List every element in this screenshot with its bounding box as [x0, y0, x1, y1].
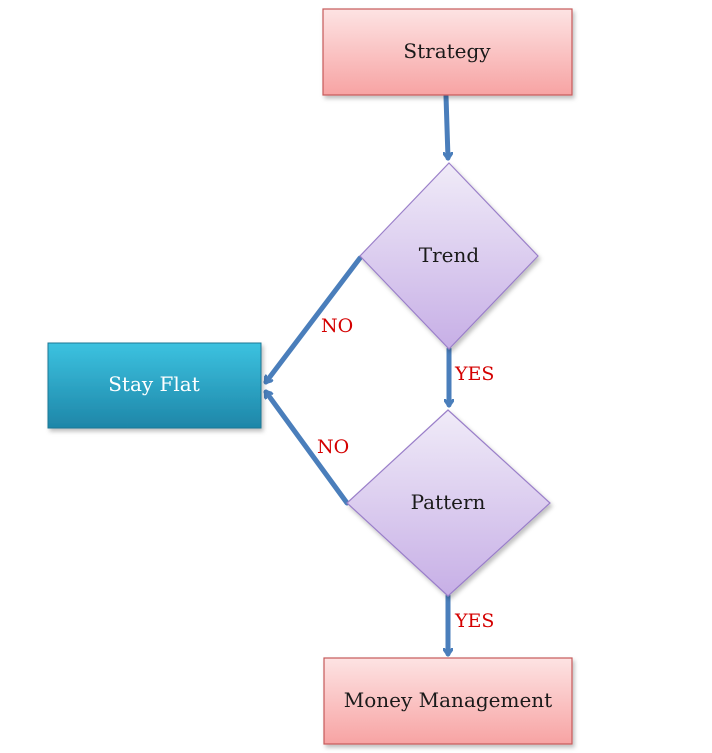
pattern-no-label: NO [317, 436, 349, 458]
stay-flat-label: Stay Flat [108, 372, 200, 396]
stay-flat-node: Stay Flat [47, 342, 262, 429]
arrow-trend-to-stayflat [263, 255, 363, 385]
arrow-pattern-to-stayflat [263, 389, 350, 506]
money-management-node: Money Management [323, 657, 573, 745]
strategy-label: Strategy [403, 39, 491, 63]
trend-decision: Trend [359, 162, 539, 350]
pattern-yes-label: YES [454, 610, 494, 632]
trend-label: Trend [419, 243, 480, 267]
trend-no-label: NO [321, 315, 353, 337]
money-management-label: Money Management [344, 688, 552, 712]
trend-yes-label: YES [454, 363, 494, 385]
pattern-label: Pattern [411, 490, 486, 514]
strategy-node: Strategy [322, 8, 573, 96]
connectors [263, 93, 449, 657]
arrow-strategy-to-trend [446, 93, 448, 161]
pattern-decision: Pattern [346, 409, 551, 597]
